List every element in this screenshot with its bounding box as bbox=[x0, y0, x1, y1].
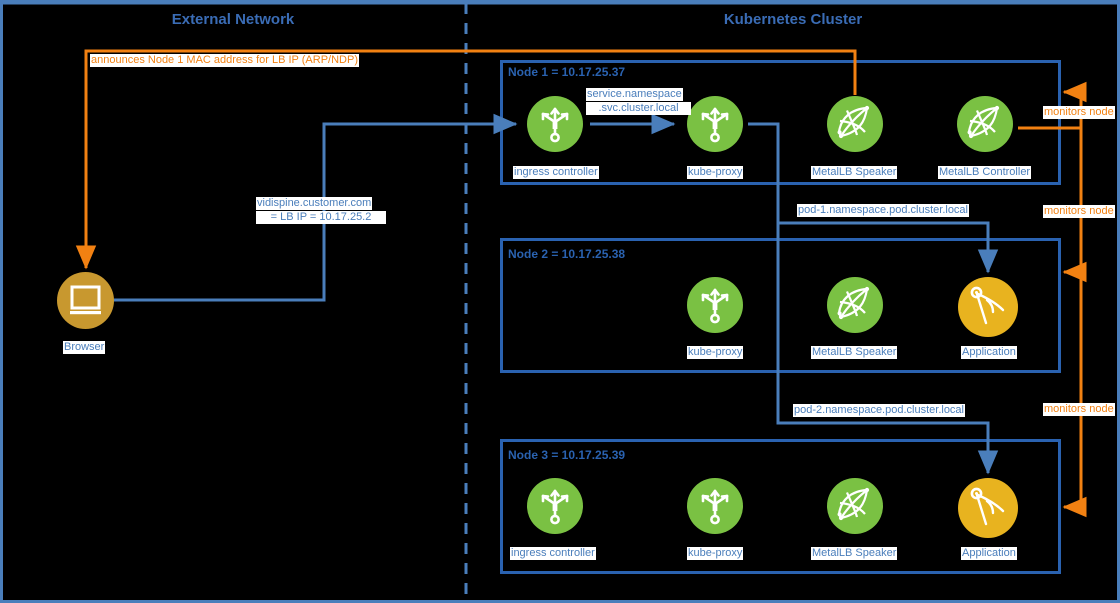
node-1-title: Node 1 = 10.17.25.37 bbox=[508, 65, 626, 79]
announce-edge-label: announces Node 1 MAC address for LB IP (… bbox=[90, 54, 359, 67]
monitors-node-2-label: monitors node bbox=[1043, 205, 1115, 218]
kube-proxy-icon-node2[interactable] bbox=[687, 277, 743, 333]
pod-1-dns-label: pod-1.namespace.pod.cluster.local bbox=[797, 204, 969, 217]
edge-kubeproxy-to-app-node3 bbox=[776, 124, 999, 475]
kube-proxy-icon-node1[interactable] bbox=[687, 96, 743, 152]
ingress-controller-label-node1: ingress controller bbox=[513, 166, 599, 179]
application-icon-node2[interactable] bbox=[958, 277, 1018, 337]
service-dns-label-line1: service.namespace bbox=[586, 88, 683, 101]
application-label-node2: Application bbox=[961, 346, 1017, 359]
kube-proxy-icon-node3[interactable] bbox=[687, 478, 743, 534]
kube-proxy-label-node3: kube-proxy bbox=[687, 547, 744, 560]
edge-speaker-announce-to-browser bbox=[75, 49, 857, 270]
kube-proxy-label-node1: kube-proxy bbox=[687, 166, 744, 179]
metallb-speaker-label-node1: MetalLB Speaker bbox=[811, 166, 898, 179]
lb-ip-edge-label-line1: vidispine.customer.com bbox=[256, 197, 373, 210]
node-3-title: Node 3 = 10.17.25.39 bbox=[508, 448, 626, 462]
monitors-node-1-label: monitors node bbox=[1043, 106, 1115, 119]
lb-ip-edge-label-line2: = LB IP = 10.17.25.2 bbox=[256, 211, 386, 224]
service-dns-label-line2: .svc.cluster.local bbox=[586, 102, 691, 115]
metallb-speaker-icon-node1[interactable] bbox=[827, 96, 883, 152]
monitors-node-3-label: monitors node bbox=[1043, 403, 1115, 416]
kube-proxy-label-node2: kube-proxy bbox=[687, 346, 744, 359]
ingress-controller-icon-node3[interactable] bbox=[527, 478, 583, 534]
ingress-controller-icon-node1[interactable] bbox=[527, 96, 583, 152]
browser-label: Browser bbox=[63, 341, 106, 354]
metallb-speaker-icon-node2[interactable] bbox=[827, 277, 883, 333]
metallb-controller-icon-node1[interactable] bbox=[957, 96, 1013, 152]
edge-controller-monitors-node3 bbox=[1062, 272, 1087, 518]
metallb-speaker-icon-node3[interactable] bbox=[827, 478, 883, 534]
kubernetes-cluster-title: Kubernetes Cluster bbox=[723, 11, 863, 28]
node-2-box bbox=[500, 238, 1061, 373]
application-icon-node3[interactable] bbox=[958, 478, 1018, 538]
pod-2-dns-label: pod-2.namespace.pod.cluster.local bbox=[793, 404, 965, 417]
node-3-box bbox=[500, 439, 1061, 574]
application-label-node3: Application bbox=[961, 547, 1017, 560]
metallb-speaker-label-node2: MetalLB Speaker bbox=[811, 346, 898, 359]
external-network-title: External Network bbox=[171, 11, 295, 28]
node-2-title: Node 2 = 10.17.25.38 bbox=[508, 247, 626, 261]
edge-controller-monitors-node2 bbox=[1062, 128, 1087, 283]
metallb-speaker-label-node3: MetalLB Speaker bbox=[811, 547, 898, 560]
metallb-controller-label-node1: MetalLB Controller bbox=[938, 166, 1032, 179]
ingress-controller-label-node3: ingress controller bbox=[510, 547, 596, 560]
browser-icon[interactable] bbox=[57, 272, 114, 329]
